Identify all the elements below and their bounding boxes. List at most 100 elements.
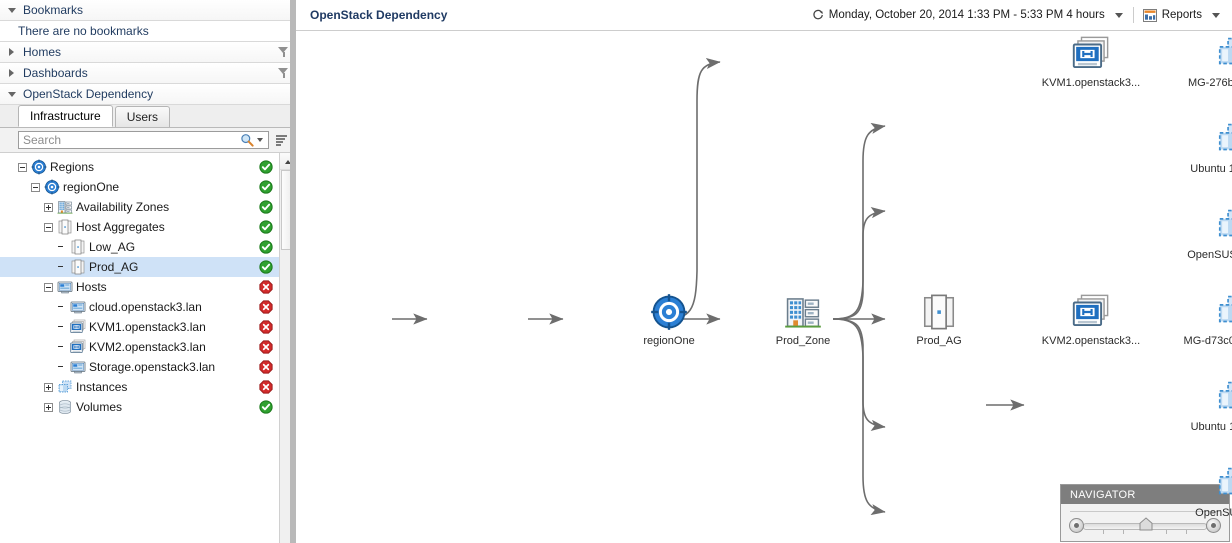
diagram-node-label[interactable]: MG-d73c0de1-e12... bbox=[1183, 335, 1232, 347]
filter-icon[interactable] bbox=[278, 47, 289, 57]
accordion-homes-label: Homes bbox=[23, 45, 62, 59]
sidebar-tabs: Infrastructure Users bbox=[0, 105, 295, 128]
dependency-diagram-canvas[interactable]: NAVIGATOR regionOne bbox=[296, 31, 1232, 543]
tree-row[interactable]: Availability Zones bbox=[0, 197, 279, 217]
list-options-icon[interactable] bbox=[276, 134, 289, 146]
diagram-node-label[interactable]: Ubuntu 12.04.4 ... bbox=[1190, 163, 1232, 175]
reports-label[interactable]: Reports bbox=[1161, 9, 1202, 21]
accordion-dashboards[interactable]: Dashboards bbox=[0, 63, 295, 84]
region-icon bbox=[31, 159, 47, 175]
status-badge bbox=[259, 220, 273, 234]
tree-row[interactable]: regionOne bbox=[0, 177, 279, 197]
diagram-node-label[interactable]: regionOne bbox=[643, 335, 695, 347]
accordion-dashboards-label: Dashboards bbox=[23, 66, 88, 80]
aggregate-icon bbox=[884, 291, 994, 333]
diagram-node-label[interactable]: OpenSUSE x64 - 2 bbox=[1187, 249, 1232, 261]
date-range-label[interactable]: Monday, October 20, 2014 1:33 PM - 5:33 … bbox=[828, 9, 1105, 21]
accordion-openstack-dependency[interactable]: OpenStack Dependency bbox=[0, 84, 295, 105]
tree-spacer bbox=[57, 323, 66, 332]
magnifier-icon[interactable] bbox=[240, 133, 254, 147]
tree-spacer bbox=[57, 303, 66, 312]
panel-resizer[interactable] bbox=[290, 0, 295, 543]
collapse-icon[interactable] bbox=[31, 182, 40, 192]
reports-icon[interactable] bbox=[1142, 8, 1157, 22]
accordion-bookmarks[interactable]: Bookmarks bbox=[0, 0, 295, 21]
tree-row[interactable]: Regions bbox=[0, 157, 279, 177]
slider-tick bbox=[1123, 530, 1124, 534]
diagram-node-prodag[interactable]: Prod_AG bbox=[884, 291, 994, 348]
tree-row[interactable]: Prod_AG bbox=[0, 257, 279, 277]
status-badge bbox=[259, 280, 273, 294]
diagram-node-label[interactable]: Ubuntu 14.04 x64 bbox=[1190, 421, 1232, 433]
expand-icon[interactable] bbox=[44, 202, 53, 212]
tree-row[interactable]: Low_AG bbox=[0, 237, 279, 257]
accordion-homes[interactable]: Homes bbox=[0, 42, 295, 63]
tree-row[interactable]: cloud.openstack3.lan bbox=[0, 297, 279, 317]
hypervisor-icon bbox=[1036, 291, 1146, 333]
collapse-icon[interactable] bbox=[44, 222, 53, 232]
diagram-node-label[interactable]: MG-276bbffd-f87... bbox=[1187, 77, 1232, 89]
diagram-node-kvm2[interactable]: KVM2.openstack3... bbox=[1036, 291, 1146, 348]
tab-infrastructure[interactable]: Infrastructure bbox=[18, 105, 113, 127]
tree-row-label: Storage.openstack3.lan bbox=[89, 360, 216, 374]
status-badge bbox=[259, 300, 273, 314]
tree-row[interactable]: KVM1.openstack3.lan bbox=[0, 317, 279, 337]
slider-thumb-icon[interactable] bbox=[1139, 517, 1153, 531]
tree-spacer bbox=[57, 243, 66, 252]
search-input[interactable] bbox=[19, 131, 240, 149]
diagram-node-regionOne[interactable]: regionOne bbox=[614, 291, 724, 348]
tree-row[interactable]: KVM2.openstack3.lan bbox=[0, 337, 279, 357]
tree-row-label: KVM1.openstack3.lan bbox=[89, 320, 206, 334]
diagram-edges bbox=[392, 57, 1025, 516]
tree-row-label: Prod_AG bbox=[89, 260, 139, 274]
status-badge bbox=[259, 200, 273, 214]
zoom-in-knob-icon[interactable] bbox=[1206, 518, 1221, 533]
chevron-down-icon bbox=[8, 7, 18, 13]
tab-users[interactable]: Users bbox=[114, 106, 171, 127]
diagram-node-label[interactable]: Prod_AG bbox=[916, 335, 962, 347]
diagram-node-label[interactable]: OpenSUSE x64 bbox=[1195, 507, 1232, 519]
search-box[interactable] bbox=[18, 131, 269, 149]
left-sidebar: Bookmarks There are no bookmarks Homes D… bbox=[0, 0, 296, 543]
diagram-node-ubuntu12[interactable]: Ubuntu 12.04.4 ... bbox=[1179, 119, 1232, 176]
tree-row[interactable]: Volumes bbox=[0, 397, 279, 417]
volume-icon bbox=[57, 399, 73, 415]
expand-icon[interactable] bbox=[44, 402, 53, 412]
aggregate-icon bbox=[70, 259, 86, 275]
collapse-icon[interactable] bbox=[18, 162, 27, 172]
instance-on-icon bbox=[1179, 291, 1232, 333]
tree-row[interactable]: Storage.openstack3.lan bbox=[0, 357, 279, 377]
filter-icon[interactable] bbox=[278, 68, 289, 78]
expand-icon[interactable] bbox=[44, 382, 53, 392]
diagram-node-mg276[interactable]: MG-276bbffd-f87... bbox=[1179, 33, 1232, 90]
accordion-bookmarks-label: Bookmarks bbox=[23, 3, 84, 17]
tree-row[interactable]: Instances bbox=[0, 377, 279, 397]
chevron-down-icon bbox=[8, 91, 18, 97]
diagram-node-ubuntu14[interactable]: Ubuntu 14.04 x64 bbox=[1179, 377, 1232, 434]
diagram-node-label[interactable]: KVM1.openstack3... bbox=[1041, 77, 1141, 89]
chevron-down-icon[interactable] bbox=[1212, 12, 1220, 18]
host-icon bbox=[70, 299, 86, 315]
tree-row-label: cloud.openstack3.lan bbox=[89, 300, 202, 314]
refresh-icon[interactable] bbox=[812, 9, 824, 21]
tree-row[interactable]: Host Aggregates bbox=[0, 217, 279, 237]
navigator-divider bbox=[1070, 511, 1220, 512]
chevron-down-icon[interactable] bbox=[257, 138, 263, 142]
tree-row[interactable]: Hosts bbox=[0, 277, 279, 297]
instance-on-icon bbox=[1179, 463, 1232, 505]
instance-icon bbox=[57, 379, 73, 395]
diagram-node-prodzone[interactable]: Prod_Zone bbox=[748, 291, 858, 348]
diagram-node-label[interactable]: KVM2.openstack3... bbox=[1041, 335, 1141, 347]
collapse-icon[interactable] bbox=[44, 282, 53, 292]
chevron-down-icon[interactable] bbox=[1114, 12, 1123, 18]
zoom-out-knob-icon[interactable] bbox=[1069, 518, 1084, 533]
diagram-node-opensuse[interactable]: OpenSUSE x64 bbox=[1179, 463, 1232, 520]
diagram-node-opensuse2[interactable]: OpenSUSE x64 - 2 bbox=[1179, 205, 1232, 262]
diagram-node-mgd73[interactable]: MG-d73c0de1-e12... bbox=[1179, 291, 1232, 348]
diagram-node-label[interactable]: Prod_Zone bbox=[775, 335, 831, 347]
accordion-openstack-dependency-label: OpenStack Dependency bbox=[23, 87, 154, 101]
hypervisor-icon bbox=[70, 339, 86, 355]
diagram-node-kvm1[interactable]: KVM1.openstack3... bbox=[1036, 33, 1146, 90]
tree-row-label: KVM2.openstack3.lan bbox=[89, 340, 206, 354]
